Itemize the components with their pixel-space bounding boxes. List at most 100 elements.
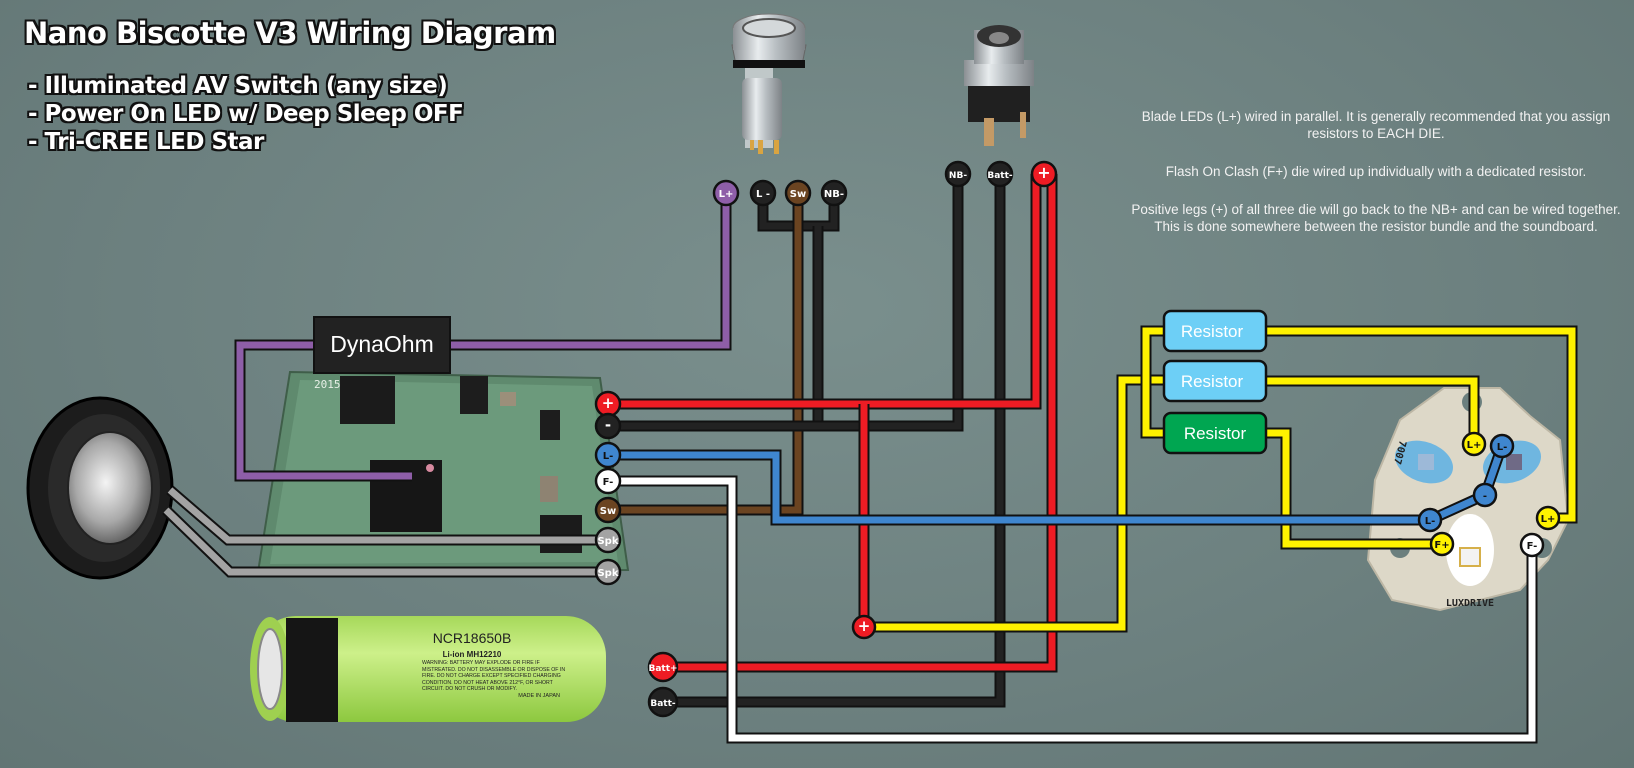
- resistor-3-flash-on-clash: Resistor: [1162, 411, 1268, 455]
- board-pad-2-dot: [594, 412, 622, 440]
- board-pad-7-label: Spk: [597, 568, 618, 579]
- feature-list: - Illuminated AV Switch (any size) - Pow…: [28, 72, 464, 156]
- board-pad-4: F-: [594, 467, 622, 495]
- star-pad-7: F-: [1519, 532, 1545, 558]
- wire-brown-switch-outline: [608, 193, 804, 516]
- board-pad-5-label: Sw: [600, 506, 616, 517]
- star-pad-4-label: L-: [1425, 516, 1436, 527]
- board-pad-3: L-: [594, 441, 622, 469]
- battery-warning: WARNING: BATTERY MAY EXPLODE OR FIRE IF …: [422, 660, 566, 692]
- star-pad-4-dot: [1417, 507, 1443, 533]
- speaker: [26, 396, 174, 580]
- star-pad-5-dot: [1535, 505, 1561, 531]
- board-pad-3-label: L-: [603, 451, 614, 462]
- switch-pin-1: L+: [712, 179, 740, 207]
- board-pad-3-dot: [594, 441, 622, 469]
- recharge-pin-2-label: Batt-: [987, 171, 1013, 181]
- feature-item: - Tri-CREE LED Star: [28, 129, 264, 155]
- board-pad-1: +: [594, 390, 622, 418]
- switch-pin-2-dot: [749, 179, 777, 207]
- star-pad-3-dot: [1472, 482, 1498, 508]
- notes-panel: Blade LEDs (L+) wired in parallel. It is…: [1120, 108, 1632, 256]
- recharge-pin-1-label: NB-: [949, 171, 967, 181]
- battery-pad-negative-dot: [647, 686, 679, 718]
- feature-item: - Power On LED w/ Deep Sleep OFF: [28, 101, 464, 127]
- star-pad-7-label: F-: [1527, 541, 1538, 552]
- recharge-pin-3-label: +: [1037, 163, 1050, 182]
- recharge-pin-3-dot: [1030, 160, 1058, 188]
- switch-pin-2-label: L -: [756, 189, 770, 200]
- illuminated-av-switch: [731, 13, 807, 154]
- battery-chemistry: Li-ion MH12210: [443, 650, 502, 659]
- wire-yellow-r3-to-f-plus: [1266, 429, 1442, 548]
- star-pad-6: F+: [1429, 531, 1455, 557]
- star-pad-6-label: F+: [1434, 540, 1449, 551]
- star-pad-1: L+: [1461, 431, 1487, 457]
- wire-yellow-led-positive: [864, 376, 1164, 631]
- board-pad-6-label: Spk: [597, 536, 618, 547]
- switch-pin-4-label: NB-: [824, 189, 844, 200]
- pcb-silkscreen: 2015: [314, 378, 341, 391]
- star-pad-3-label: -: [1483, 491, 1487, 502]
- wires: [162, 174, 1578, 744]
- wire-black-nb-minus: [608, 174, 962, 430]
- recharge-pin-1-dot: [944, 160, 972, 188]
- star-pad-1-dot: [1461, 431, 1487, 457]
- note-positive-legs: Positive legs (+) of all three die will …: [1131, 202, 1621, 234]
- resistor-label: Resistor: [1181, 372, 1244, 391]
- resistor-label: Resistor: [1181, 322, 1244, 341]
- wire-white-foc-negative: [608, 477, 1536, 742]
- battery-pad-negative-label: Batt-: [650, 699, 676, 709]
- recharge-pin-1: NB-: [944, 160, 972, 188]
- wire-purple-switch-led: [236, 193, 730, 480]
- star-pad-2-label: L-: [1497, 442, 1508, 453]
- switch-pin-1-label: L+: [719, 189, 734, 200]
- wire-blue-led-negative: [608, 451, 1430, 524]
- recharge-pin-2: Batt-: [986, 160, 1014, 188]
- switch-pin-3-dot: [784, 179, 812, 207]
- switch-pin-4: NB-: [820, 179, 848, 207]
- switch-pin-1-dot: [712, 179, 740, 207]
- wire-yellow-r2-to-l-plus: [1266, 377, 1478, 444]
- board-pad-2: -: [594, 412, 622, 440]
- resistor-2: Resistor: [1162, 359, 1268, 403]
- nano-biscotte-board: 2015: [256, 370, 630, 574]
- wire-black-nb-minus-outline: [608, 174, 964, 432]
- led-star-brand: LUXDRIVE: [1446, 598, 1494, 609]
- board-pad-7: Spk: [594, 558, 622, 586]
- star-pad-4: L-: [1417, 507, 1443, 533]
- feature-item: - Illuminated AV Switch (any size): [28, 73, 448, 99]
- switch-pin-4-dot: [820, 179, 848, 207]
- star-pad-7-dot: [1519, 532, 1545, 558]
- red-junction: +: [851, 614, 877, 640]
- recharge-pin-2-dot: [986, 160, 1014, 188]
- wire-black-batt-minus: [660, 174, 1004, 706]
- star-pad-2: L-: [1489, 433, 1515, 459]
- dynaohm-box: DynaOhm: [313, 316, 451, 374]
- board-pad-5-dot: [594, 496, 622, 524]
- recharge-pin-3: +: [1030, 160, 1058, 188]
- board-pad-4-dot: [594, 467, 622, 495]
- battery-18650: NCR18650B Li-ion MH12210 WARNING: BATTER…: [250, 616, 606, 722]
- dynaohm-label: DynaOhm: [330, 331, 434, 357]
- board-pad-4-label: F-: [603, 477, 614, 488]
- star-pad-2-dot: [1489, 433, 1515, 459]
- wire-brown-switch: [608, 193, 802, 514]
- battery-model: NCR18650B: [433, 630, 512, 646]
- board-pad-6-dot: [594, 526, 622, 554]
- wire-gray-speaker-1: [167, 487, 608, 544]
- switch-pin-2: L -: [749, 179, 777, 207]
- switch-pin-3-label: Sw: [790, 189, 806, 200]
- resistor-label: Resistor: [1184, 424, 1247, 443]
- star-pad-6-dot: [1429, 531, 1455, 557]
- red-junction-dot: [851, 614, 877, 640]
- board-pad-5: Sw: [594, 496, 622, 524]
- note-blade-leds: Blade LEDs (L+) wired in parallel. It is…: [1141, 109, 1611, 141]
- battery-pad-negative: Batt-: [647, 686, 679, 718]
- note-flash-on-clash: Flash On Clash (F+) die wired up individ…: [1165, 164, 1587, 179]
- switch-pin-3: Sw: [784, 179, 812, 207]
- wire-red-batt-plus: [660, 174, 1056, 671]
- star-pad-5: L+: [1535, 505, 1561, 531]
- board-pad-7-dot: [594, 558, 622, 586]
